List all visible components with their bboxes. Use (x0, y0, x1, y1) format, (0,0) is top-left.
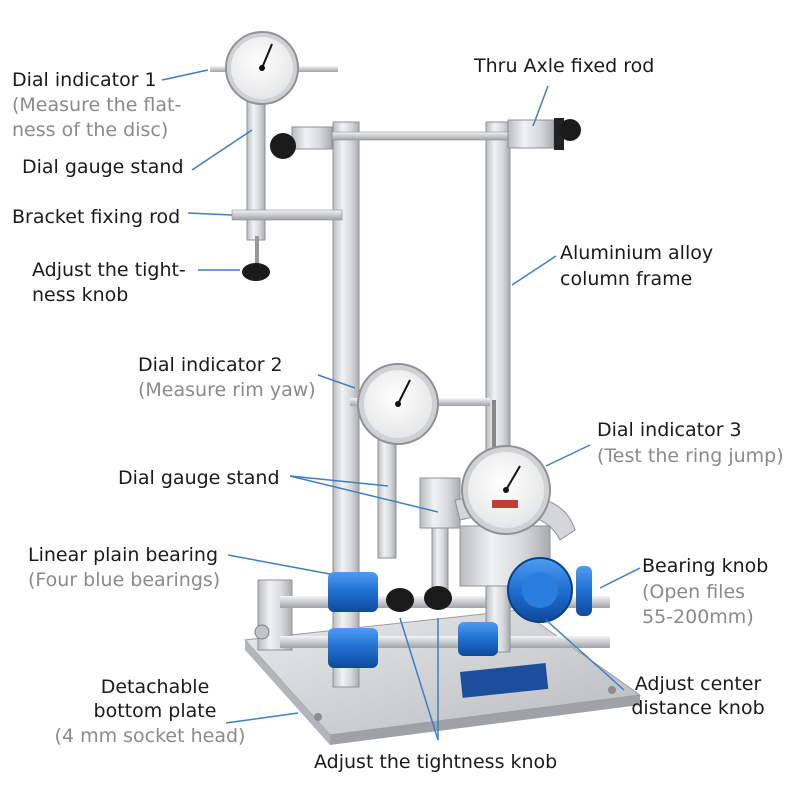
bottom-plate-label-line2: bottom plate (93, 700, 217, 722)
column-frame-label-line1: Aluminium alloy (560, 242, 714, 264)
dial-gauge-stand-mid-label: Dial gauge stand (118, 467, 280, 489)
bearing-knob-note-line1: (Open files (642, 581, 746, 603)
thru-axle-rod (270, 118, 581, 159)
blue-bearings (328, 572, 498, 668)
top-dial-stand (210, 31, 343, 281)
bottom-plate-label-line1: Detachable (100, 676, 210, 698)
bearing-knob-label: Bearing knob (642, 555, 769, 577)
linear-bearing-note: (Four blue bearings) (28, 569, 221, 591)
dial-3-assembly (459, 400, 551, 587)
adjust-tightness-top-label-line1: Adjust the tight- (32, 259, 186, 281)
center-distance-knob-label-line1: Adjust center (634, 673, 762, 695)
dial-indicator-2-note: (Measure rim yaw) (138, 379, 316, 401)
dial-indicator-3-note: (Test the ring jump) (597, 445, 784, 467)
blue-bearing-knob (507, 557, 592, 623)
dial-indicator-1-label: Dial indicator 1 (12, 69, 157, 91)
adjust-tightness-top-label-line2: ness knob (32, 284, 129, 306)
bottom-plate (243, 609, 642, 745)
dial-indicator-1-note-line1: (Measure the flat- (12, 94, 182, 116)
dial-indicator-3-label: Dial indicator 3 (597, 419, 742, 441)
dial-2-assembly (350, 363, 490, 612)
dial-gauge-stand-top-label: Dial gauge stand (22, 156, 184, 178)
bottom-plate-note: (4 mm socket head) (54, 725, 246, 747)
thru-axle-label: Thru Axle fixed rod (474, 55, 655, 77)
dial-indicator-1-note-line2: ness of the disc) (12, 119, 169, 141)
leader-lines (161, 69, 641, 741)
bearing-knob-note-line2: 55-200mm) (642, 606, 754, 628)
center-distance-knob-label-line2: distance knob (631, 697, 765, 719)
dial-indicator-2-label: Dial indicator 2 (138, 354, 283, 376)
bracket-fixing-rod-label: Bracket fixing rod (12, 206, 181, 228)
adjust-tightness-bottom-label: Adjust the tightness knob (314, 751, 558, 773)
column-frame-label-line2: column frame (560, 268, 693, 290)
linear-bearing-label: Linear plain bearing (28, 544, 219, 566)
